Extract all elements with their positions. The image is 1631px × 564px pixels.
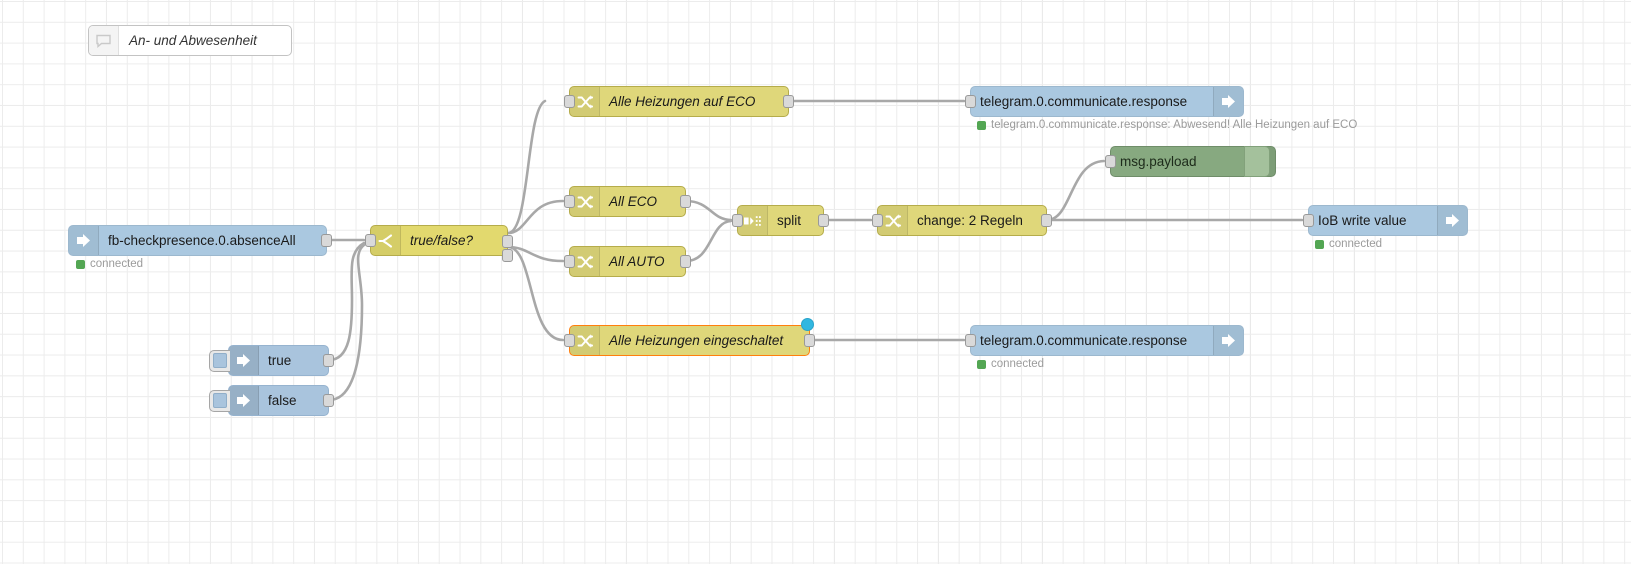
input-port[interactable] — [872, 213, 883, 227]
node-label: telegram.0.communicate.response — [980, 333, 1188, 348]
node-inject-true[interactable]: true — [209, 345, 334, 376]
status-dot — [977, 120, 986, 130]
node-label: fb-checkpresence.0.absenceAll — [108, 233, 296, 248]
wire-switch1-to-all-eco — [506, 199, 565, 235]
changed-indicator-icon — [801, 318, 814, 331]
input-port[interactable] — [732, 213, 743, 227]
node-label: IoB write value — [1318, 213, 1407, 228]
status-telegram-bottom: connected — [977, 358, 1044, 370]
node-label: msg.payload — [1120, 154, 1197, 169]
status-text: connected — [1329, 238, 1383, 250]
change-swap-icon — [570, 87, 600, 116]
input-port[interactable] — [564, 254, 575, 268]
node-label: Alle Heizungen eingeschaltet — [609, 333, 784, 348]
status-text: connected — [991, 358, 1045, 370]
node-alle-heizungen-auf-eco[interactable]: Alle Heizungen auf ECO — [564, 86, 794, 117]
debug-toggle-button[interactable] — [1244, 146, 1270, 177]
node-telegram-response-top[interactable]: telegram.0.communicate.response — [965, 86, 1244, 117]
node-label: split — [777, 213, 802, 228]
node-change-2-regeln[interactable]: change: 2 Regeln — [872, 205, 1052, 236]
wire-all-auto-to-split — [684, 219, 733, 263]
node-telegram-response-bottom[interactable]: telegram.0.communicate.response — [965, 325, 1244, 356]
input-port[interactable] — [1303, 213, 1314, 227]
inject-arrow-icon — [229, 346, 259, 375]
wire-inject-true-to-switch — [327, 241, 366, 362]
node-label: false — [268, 393, 297, 408]
wire-inject-false-to-switch — [327, 243, 366, 402]
input-port[interactable] — [564, 333, 575, 347]
comment-icon — [89, 26, 119, 55]
arrow-right-icon — [69, 226, 99, 255]
node-label: telegram.0.communicate.response — [980, 94, 1188, 109]
status-telegram-top: telegram.0.communicate.response: Abwesen… — [977, 119, 1357, 131]
output-port-2[interactable] — [502, 249, 513, 262]
status-text: telegram.0.communicate.response: Abwesen… — [991, 119, 1358, 131]
output-port[interactable] — [323, 353, 334, 367]
input-port[interactable] — [965, 333, 976, 347]
status-dot — [977, 359, 986, 369]
node-fb-checkpresence-absenceall[interactable]: fb-checkpresence.0.absenceAll — [68, 225, 332, 256]
node-all-auto[interactable]: All AUTO — [564, 246, 691, 277]
wire-switch2-to-eingeschaltet — [506, 245, 565, 342]
split-icon — [738, 206, 768, 235]
status-text: connected — [90, 258, 144, 270]
switch-fork-icon — [371, 226, 401, 255]
inject-trigger-button[interactable] — [209, 349, 230, 372]
node-iob-write-value[interactable]: IoB write value — [1303, 205, 1468, 236]
change-swap-icon — [570, 326, 600, 355]
input-port[interactable] — [365, 233, 376, 247]
arrow-right-icon — [1213, 87, 1243, 116]
wire-change-to-debug — [1045, 159, 1106, 222]
output-port[interactable] — [804, 333, 815, 347]
change-swap-icon — [878, 206, 908, 235]
node-all-eco[interactable]: All ECO — [564, 186, 691, 217]
node-label: change: 2 Regeln — [917, 213, 1023, 228]
node-alle-heizungen-eingeschaltet[interactable]: Alle Heizungen eingeschaltet — [564, 318, 815, 356]
status-iob-write-value: connected — [1315, 238, 1382, 250]
arrow-right-icon — [1437, 206, 1467, 235]
wire-switch1-to-eco-msg — [506, 99, 547, 235]
input-port[interactable] — [564, 94, 575, 108]
wire-all-eco-to-split — [684, 199, 733, 222]
status-fb-checkpresence: connected — [76, 258, 143, 270]
status-dot — [76, 259, 85, 269]
status-dot — [1315, 239, 1324, 249]
inject-arrow-icon — [229, 386, 259, 415]
output-port[interactable] — [323, 393, 334, 407]
node-inject-false[interactable]: false — [209, 385, 334, 416]
inject-button-square-icon — [213, 353, 227, 368]
output-port[interactable] — [680, 194, 691, 208]
node-split[interactable]: split — [732, 205, 829, 236]
comment-label: An- und Abwesenheit — [129, 33, 257, 48]
input-port[interactable] — [965, 94, 976, 108]
node-label: Alle Heizungen auf ECO — [609, 94, 756, 109]
input-port[interactable] — [1105, 154, 1116, 168]
input-port[interactable] — [564, 194, 575, 208]
output-port[interactable] — [818, 213, 829, 227]
output-port[interactable] — [783, 94, 794, 108]
output-port-1[interactable] — [502, 235, 513, 248]
arrow-right-icon — [1213, 326, 1243, 355]
output-port[interactable] — [680, 254, 691, 268]
output-port[interactable] — [1041, 213, 1052, 227]
output-port[interactable] — [321, 233, 332, 247]
node-label: All ECO — [609, 194, 658, 209]
change-swap-icon — [570, 247, 600, 276]
node-true-false-switch[interactable]: true/false? — [365, 225, 513, 262]
wire-switch2-to-all-auto — [506, 245, 565, 263]
node-label: true — [268, 353, 292, 368]
node-label: All AUTO — [609, 254, 665, 269]
inject-button-square-icon — [213, 393, 227, 408]
inject-trigger-button[interactable] — [209, 389, 230, 412]
change-swap-icon — [570, 187, 600, 216]
comment-node[interactable]: An- und Abwesenheit — [88, 25, 292, 56]
node-label: true/false? — [410, 233, 474, 248]
